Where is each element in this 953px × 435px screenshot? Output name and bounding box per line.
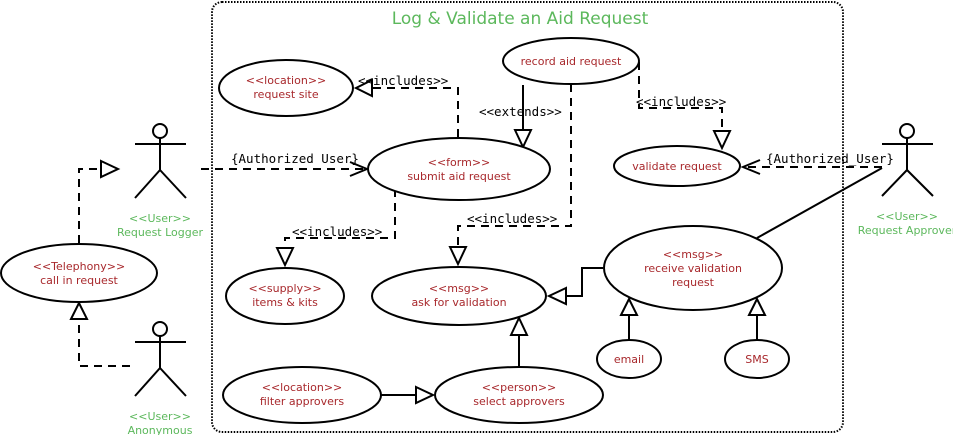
arrowhead-generalization	[69, 300, 89, 320]
actor-anonymous[interactable]: <<User>> Anonymous	[128, 321, 193, 435]
actor-head-icon	[899, 123, 915, 139]
use-case-stereotype: <<Telephony>>	[33, 260, 125, 273]
arrowhead-generalization	[546, 286, 567, 306]
actor-name: Anonymous	[128, 424, 193, 435]
connector-submit-to-site	[372, 87, 459, 137]
use-case-name: call in request	[40, 274, 118, 287]
use-case-email[interactable]: email	[596, 339, 662, 379]
use-case-items-kits[interactable]: <<supply>> items & kits	[225, 267, 345, 325]
arrowhead-generalization	[619, 296, 639, 316]
use-case-submit-aid-request[interactable]: <<form>> submit aid request	[367, 137, 551, 201]
connector-submit-to-items	[284, 189, 396, 248]
actor-stereotype: <<User>>	[129, 212, 191, 225]
use-case-name: record aid request	[521, 55, 622, 68]
actor-stereotype: <<User>>	[129, 410, 191, 423]
connector-call-to-logger	[78, 168, 100, 243]
use-case-name: select approvers	[473, 395, 565, 408]
relation-label-authorized-user: {Authorized User}	[231, 151, 359, 166]
arrowhead-generalization	[415, 385, 436, 405]
use-case-stereotype: <<msg>>	[663, 248, 723, 261]
use-case-call-in-request[interactable]: <<Telephony>> call in request	[0, 243, 158, 303]
use-case-name: items & kits	[252, 296, 318, 309]
use-case-stereotype: <<person>>	[482, 381, 557, 394]
arrowhead-extend	[513, 129, 533, 150]
relation-label-includes: <<includes>>	[636, 94, 726, 109]
use-case-stereotype: <<location>>	[246, 74, 327, 87]
relation-label-authorized-user: {Authorized_User}	[766, 151, 894, 166]
connector-approver-to-receive	[756, 167, 883, 239]
use-case-validate-request[interactable]: validate request	[613, 145, 741, 187]
connector-receive-to-ask	[566, 267, 603, 297]
use-case-name-line2: request	[672, 276, 715, 289]
use-case-name: request site	[253, 88, 318, 101]
use-case-stereotype: <<form>>	[428, 156, 491, 169]
use-case-ask-for-validation[interactable]: <<msg>> ask for validation	[371, 266, 547, 326]
use-case-receive-validation-request[interactable]: <<msg>> receive validation request	[603, 225, 783, 311]
use-case-name: submit aid request	[407, 170, 511, 183]
use-case-name: filter approvers	[260, 395, 345, 408]
use-case-name: email	[614, 353, 644, 366]
actor-head-icon	[152, 321, 168, 337]
use-case-filter-approvers[interactable]: <<location>> filter approvers	[222, 366, 382, 424]
use-case-name: SMS	[745, 353, 768, 366]
arrowhead-generalization	[747, 296, 767, 316]
arrowhead-include	[448, 246, 468, 267]
system-boundary	[211, 1, 844, 433]
use-case-record-aid-request[interactable]: record aid request	[502, 37, 640, 85]
actor-name: Request Logger	[117, 226, 204, 239]
arrowhead-include	[275, 247, 295, 268]
arrowhead-include	[712, 130, 732, 151]
use-case-stereotype: <<msg>>	[429, 282, 489, 295]
relation-label-includes: <<includes>>	[358, 73, 448, 88]
connector-record-to-validate	[638, 62, 723, 130]
use-case-name: validate request	[632, 160, 722, 173]
use-case-stereotype: <<location>>	[262, 381, 343, 394]
relation-label-includes: <<includes>>	[467, 211, 557, 226]
use-case-name-line1: receive validation	[644, 262, 742, 275]
arrowhead-generalization	[100, 159, 121, 179]
use-case-request-site[interactable]: <<location>> request site	[218, 59, 354, 117]
use-case-sms[interactable]: SMS	[724, 339, 790, 379]
relation-label-includes: <<includes>>	[292, 224, 382, 239]
diagram-title: Log & Validate an Aid Request	[392, 9, 649, 29]
connector-anonymous-to-call	[78, 320, 130, 367]
connector-record-to-ask	[457, 84, 572, 246]
relation-label-extends: <<extends>>	[479, 104, 562, 119]
use-case-select-approvers[interactable]: <<person>> select approvers	[434, 366, 604, 424]
actor-request-approver[interactable]: <<User>> Request Approver	[858, 123, 953, 237]
actor-head-icon	[152, 123, 168, 139]
use-case-stereotype: <<supply>>	[248, 282, 321, 295]
arrowhead-generalization	[509, 315, 529, 336]
actor-stereotype: <<User>>	[876, 210, 938, 223]
use-case-name: ask for validation	[411, 296, 506, 309]
actor-name: Request Approver	[858, 224, 953, 237]
actor-request-logger[interactable]: <<User>> Request Logger	[117, 123, 204, 239]
arrowhead-include	[353, 78, 373, 98]
arrowhead-open	[740, 159, 761, 175]
